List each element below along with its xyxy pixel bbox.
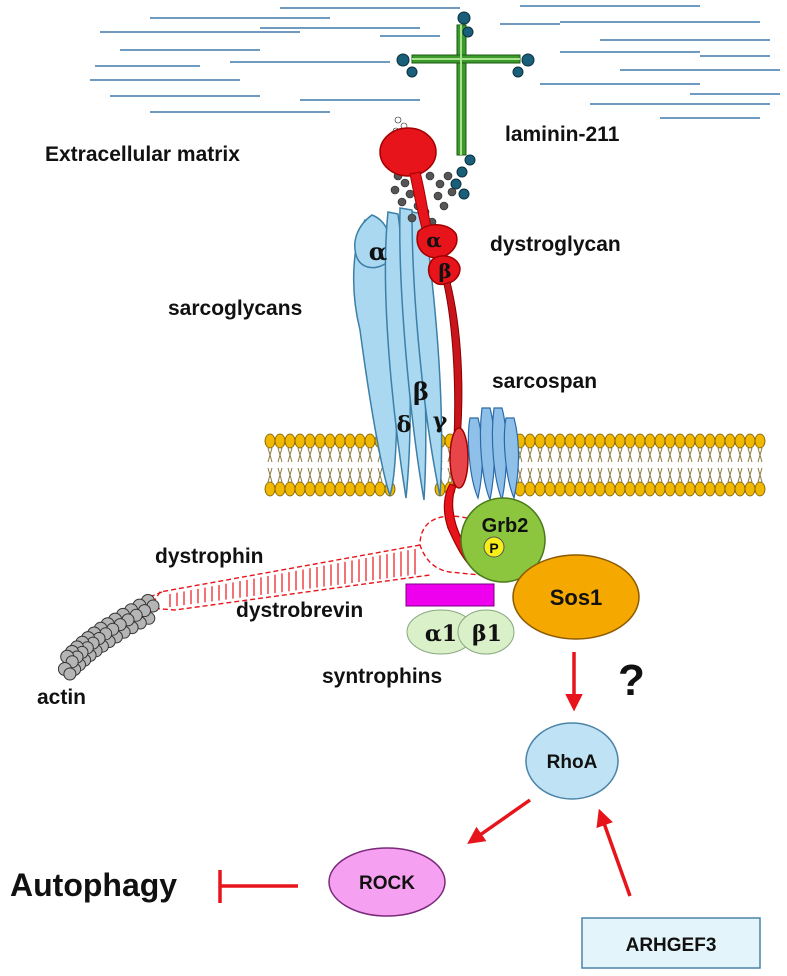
sos1-label: Sos1 [550, 585, 603, 610]
sos1-node [512, 554, 640, 640]
sarcoglycan-gamma-label: γ [433, 408, 448, 434]
lipid-bilayer [264, 433, 766, 497]
sarcoglycan-alpha-label: α [369, 237, 387, 266]
rhoa-label: RhoA [547, 752, 598, 773]
rhoa-node [525, 722, 619, 800]
dystrophin-spectrin-repeats [169, 548, 416, 607]
laminin-211-molecule [396, 11, 535, 200]
sarcoglycan-beta-label: β [413, 377, 429, 406]
grb2-label: Grb2 [482, 515, 529, 537]
dystroglycan-beta-label: β [438, 259, 451, 283]
dystrobrevin-label: dystrobrevin [236, 599, 363, 622]
sarcoglycan-delta-label: δ [397, 412, 412, 438]
syntrophin-beta1-label: β1 [472, 621, 502, 647]
autophagy-label: Autophagy [10, 867, 177, 903]
grb2-node [460, 497, 546, 583]
syntrophin-pair [406, 609, 515, 655]
dystroglycan-complex [379, 116, 485, 575]
arrow-arhgef3-to-rhoa [596, 808, 632, 897]
phospho-label: P [489, 540, 498, 556]
rock-node [328, 847, 446, 917]
arhgef3-box [581, 917, 761, 969]
syntrophin-alpha1-label: α1 [425, 621, 457, 647]
sarcoglycan-complex [352, 207, 443, 501]
arhgef3-label: ARHGEF3 [626, 935, 717, 956]
syntrophins-label: syntrophins [322, 665, 442, 688]
actin-label: actin [37, 686, 86, 709]
sarcospan-label: sarcospan [492, 370, 597, 393]
unknown-link-question-mark: ? [618, 656, 645, 705]
syntrophin-beta1 [457, 609, 515, 655]
rock-label: ROCK [359, 873, 415, 894]
inhibition-rock-to-autophagy [218, 870, 298, 903]
extracellular-matrix-fibers [90, 5, 780, 119]
phospho-site [483, 536, 505, 558]
actin-filament [57, 594, 160, 681]
arrow-rhoa-to-rock [467, 798, 532, 845]
dystrobrevin-bar [405, 583, 495, 607]
dystrophin-label: dystrophin [155, 545, 264, 568]
dystroglycan-alpha-label: α [426, 228, 441, 252]
sarcoglycans-label: sarcoglycans [168, 297, 302, 320]
ecm-label: Extracellular matrix [45, 143, 240, 166]
dystroglycan-label: dystroglycan [490, 233, 621, 256]
laminin-label: laminin-211 [505, 123, 620, 146]
sarcospan-protein [467, 407, 520, 503]
